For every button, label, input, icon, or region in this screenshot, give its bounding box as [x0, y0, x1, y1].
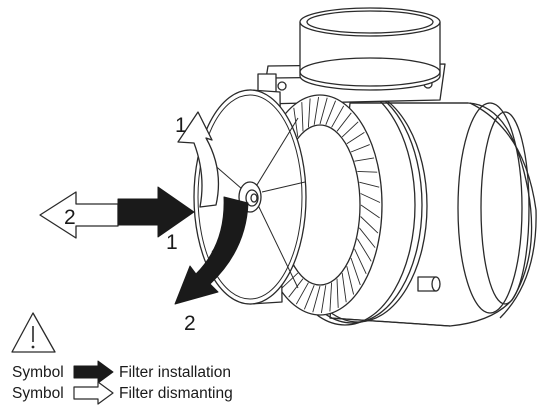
dismantle-pull-arrow [39, 191, 119, 239]
impeller-blade [313, 96, 320, 125]
step-number-dismantle-rotate: 2 [184, 312, 196, 335]
legend: Symbol Filter installation Symbol Filter… [11, 312, 233, 405]
legend-description-dismantling: Filter dismanting [119, 385, 233, 402]
outlet-collar [299, 7, 441, 91]
impeller-blade [356, 238, 372, 262]
impeller-blade [307, 98, 311, 128]
impeller-blade [341, 121, 359, 138]
impeller-blade [346, 132, 365, 145]
impeller-blade [359, 181, 380, 188]
impeller-blade [354, 157, 375, 162]
impeller-blade [325, 100, 337, 125]
install-push-arrow [117, 186, 195, 238]
impeller-blade [354, 248, 367, 274]
extractor-fan-unit [193, 7, 537, 327]
impeller-blade [346, 266, 355, 295]
motor-housing [329, 102, 537, 327]
impeller-blade [295, 282, 309, 305]
dismantle-rotate-arrow [174, 196, 249, 305]
impeller-blade [358, 227, 376, 248]
impeller-blade [360, 216, 379, 234]
impeller-blade [350, 144, 370, 153]
impeller-blade [301, 102, 304, 132]
impeller-blade [288, 278, 304, 298]
impeller-blade [281, 272, 299, 289]
legend-symbol-label-installation: Symbol [12, 364, 64, 381]
impeller-blade [341, 273, 347, 303]
impeller-blade [329, 282, 333, 312]
impeller-blade [312, 285, 321, 313]
impeller-blade [350, 257, 361, 286]
warning-triangle-icon [11, 312, 56, 353]
impeller-blade [336, 112, 352, 132]
step-number-install-push: 1 [166, 231, 178, 254]
impeller-blade [331, 105, 345, 128]
legend-description-installation: Filter installation [119, 364, 231, 381]
impeller-blade [319, 97, 328, 125]
pipe-stub [417, 276, 441, 292]
legend-symbol-label-dismantling: Symbol [12, 385, 64, 402]
install-rotate-arrow [177, 111, 220, 208]
filled-arrow-icon [73, 360, 114, 384]
step-number-install-rotate: 1 [175, 114, 187, 137]
impeller-blade [360, 193, 381, 203]
impeller-blade [357, 170, 378, 173]
impeller-blade [303, 285, 315, 310]
impeller-blade [336, 278, 339, 308]
impeller-blade [320, 285, 327, 314]
impeller-blade [360, 204, 380, 219]
outline-arrow-icon [73, 381, 114, 405]
step-number-dismantle-pull: 2 [64, 206, 76, 229]
